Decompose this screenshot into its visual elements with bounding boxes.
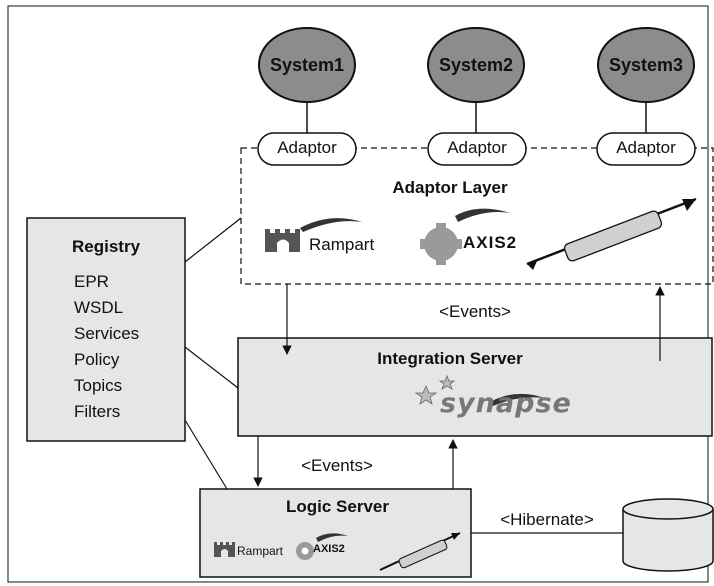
- adaptor-pill-1: [257, 132, 357, 166]
- adaptor-label-2: Adaptor: [447, 138, 507, 157]
- events-label-top: <Events>: [439, 302, 511, 321]
- registry-item-filters: Filters: [74, 402, 121, 421]
- diagram-frame: [7, 5, 709, 583]
- adaptor-pill-3: [596, 132, 696, 166]
- registry-item-wsdl: WSDL: [74, 298, 124, 317]
- logic-axis-label: AXIS2: [313, 543, 345, 555]
- system-2-label: System2: [438, 55, 514, 75]
- adaptor-pill-2: [427, 132, 527, 166]
- registry-item-epr: EPR: [74, 272, 109, 291]
- logic-feather-logo: [379, 532, 461, 571]
- registry-item-services: Services: [74, 324, 140, 343]
- registry-item-topics: Topics: [74, 376, 123, 395]
- rampart-label: Rampart: [309, 235, 375, 254]
- logic-server-title: Logic Server: [286, 497, 389, 516]
- system-3: [597, 27, 695, 133]
- adaptor-label-3: Adaptor: [616, 138, 676, 157]
- synapse-wordmark: synapse: [440, 388, 572, 419]
- registry-to-adaptor-line: [184, 217, 242, 263]
- synapse-logo: [414, 374, 545, 406]
- registry-item-policy: Policy: [74, 350, 120, 369]
- hibernate-label: <Hibernate>: [500, 510, 594, 529]
- adaptor-label-1: Adaptor: [277, 138, 337, 157]
- integration-server-title: Integration Server: [377, 349, 523, 368]
- logic-rampart-label: Rampart: [237, 544, 284, 558]
- rampart-logo: [265, 218, 362, 252]
- database-cylinder: [622, 498, 714, 572]
- integration-server-box: [237, 337, 713, 437]
- axis-label: AXIS2: [463, 233, 518, 252]
- registry-to-logic-line: [184, 419, 228, 490]
- axis-logo: [420, 208, 510, 265]
- events-label-bottom: <Events>: [301, 456, 373, 475]
- adaptor-layer-title: Adaptor Layer: [392, 178, 508, 197]
- registry-to-integration-line: [184, 346, 239, 389]
- system-1-label: System1: [269, 55, 345, 75]
- logic-server-box: [199, 488, 472, 578]
- registry-title: Registry: [72, 237, 141, 256]
- registry-box: [26, 217, 186, 442]
- feather-logo: [526, 197, 697, 270]
- system-3-label: System3: [608, 55, 684, 75]
- logic-axis-logo: [296, 533, 348, 560]
- system-2: [427, 27, 525, 133]
- system-1: [258, 27, 356, 133]
- logic-rampart-logo: [214, 542, 235, 557]
